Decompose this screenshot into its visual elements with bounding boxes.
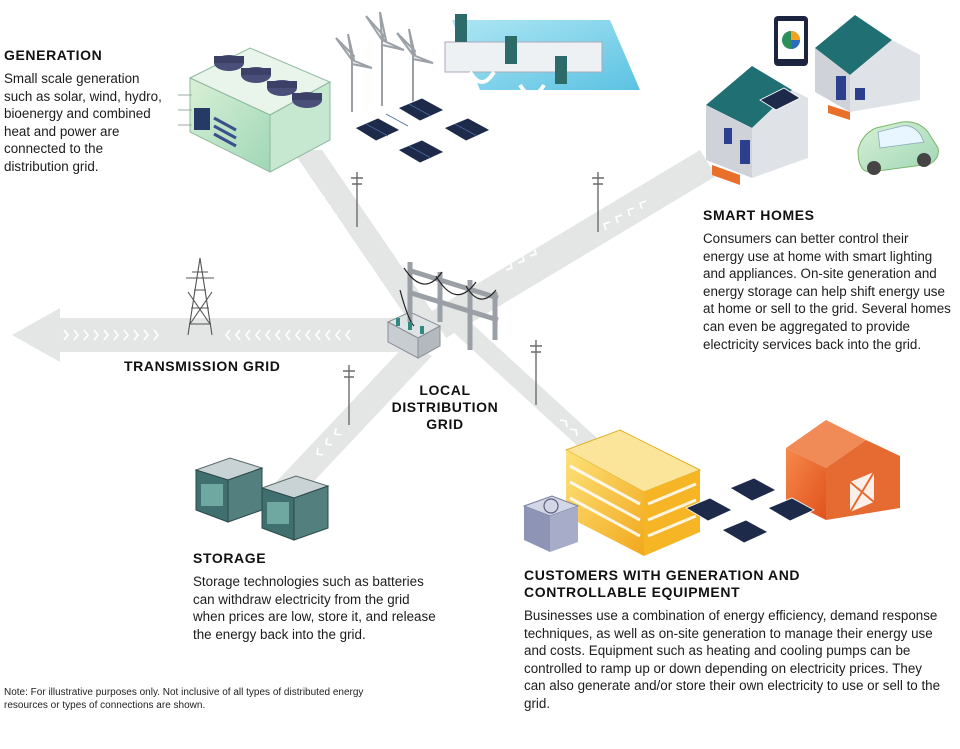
- power-plant-icon: [178, 47, 332, 173]
- flow-paths: [12, 150, 716, 496]
- transmission-title: TRANSMISSION GRID: [124, 358, 281, 374]
- customers-title-line2: CONTROLLABLE EQUIPMENT: [524, 584, 741, 600]
- transmission-tower-icon: [186, 257, 214, 336]
- smart-homes-label: SMART HOMES Consumers can better control…: [703, 207, 951, 353]
- customers-text: Businesses use a combination of energy e…: [524, 608, 941, 711]
- storage-text: Storage technologies such as batteries c…: [193, 574, 436, 642]
- local-grid-line2: DISTRIBUTION: [391, 399, 499, 415]
- hydro-dam-icon: [444, 14, 640, 97]
- flow-chevrons: [63, 191, 647, 456]
- customers-link: [440, 320, 610, 450]
- smart-homes-text: Consumers can better control their energ…: [703, 231, 951, 352]
- customers-title-line1: CUSTOMERS WITH GENERATION AND: [524, 567, 801, 583]
- solar-panel-icon: [685, 477, 815, 544]
- local-grid-line1: LOCAL: [419, 382, 471, 398]
- local-grid-label: LOCAL DISTRIBUTION GRID: [380, 382, 510, 433]
- substation-icon: [386, 262, 499, 359]
- battery-icon: [194, 457, 330, 541]
- transmission-arrow: [12, 308, 420, 362]
- customers-label: CUSTOMERS WITH GENERATION AND CONTROLLAB…: [524, 567, 944, 713]
- hvac-unit-icon: [522, 495, 580, 552]
- footnote: Note: For illustrative purposes only. No…: [4, 687, 364, 711]
- smart-home-icon: [706, 15, 920, 185]
- generation-label: GENERATION Small scale generation such a…: [4, 47, 164, 176]
- office-building-icon: [564, 429, 702, 556]
- transmission-label: TRANSMISSION GRID: [124, 358, 304, 381]
- local-grid-line3: GRID: [426, 416, 464, 432]
- generation-text: Small scale generation such as solar, wi…: [4, 71, 162, 174]
- storage-label: STORAGE Storage technologies such as bat…: [193, 550, 443, 643]
- generation-link: [292, 150, 445, 330]
- electric-car-icon: [857, 121, 939, 175]
- storage-link: [276, 342, 432, 496]
- smart-homes-link: [430, 150, 716, 338]
- smart-homes-title: SMART HOMES: [703, 207, 815, 223]
- solar-panel-icon: [354, 97, 491, 164]
- wind-turbine-icon: [335, 11, 434, 112]
- generation-title: GENERATION: [4, 47, 103, 63]
- storage-title: STORAGE: [193, 550, 267, 566]
- tablet-icon: [774, 16, 808, 66]
- utility-pole-icon: [343, 172, 604, 425]
